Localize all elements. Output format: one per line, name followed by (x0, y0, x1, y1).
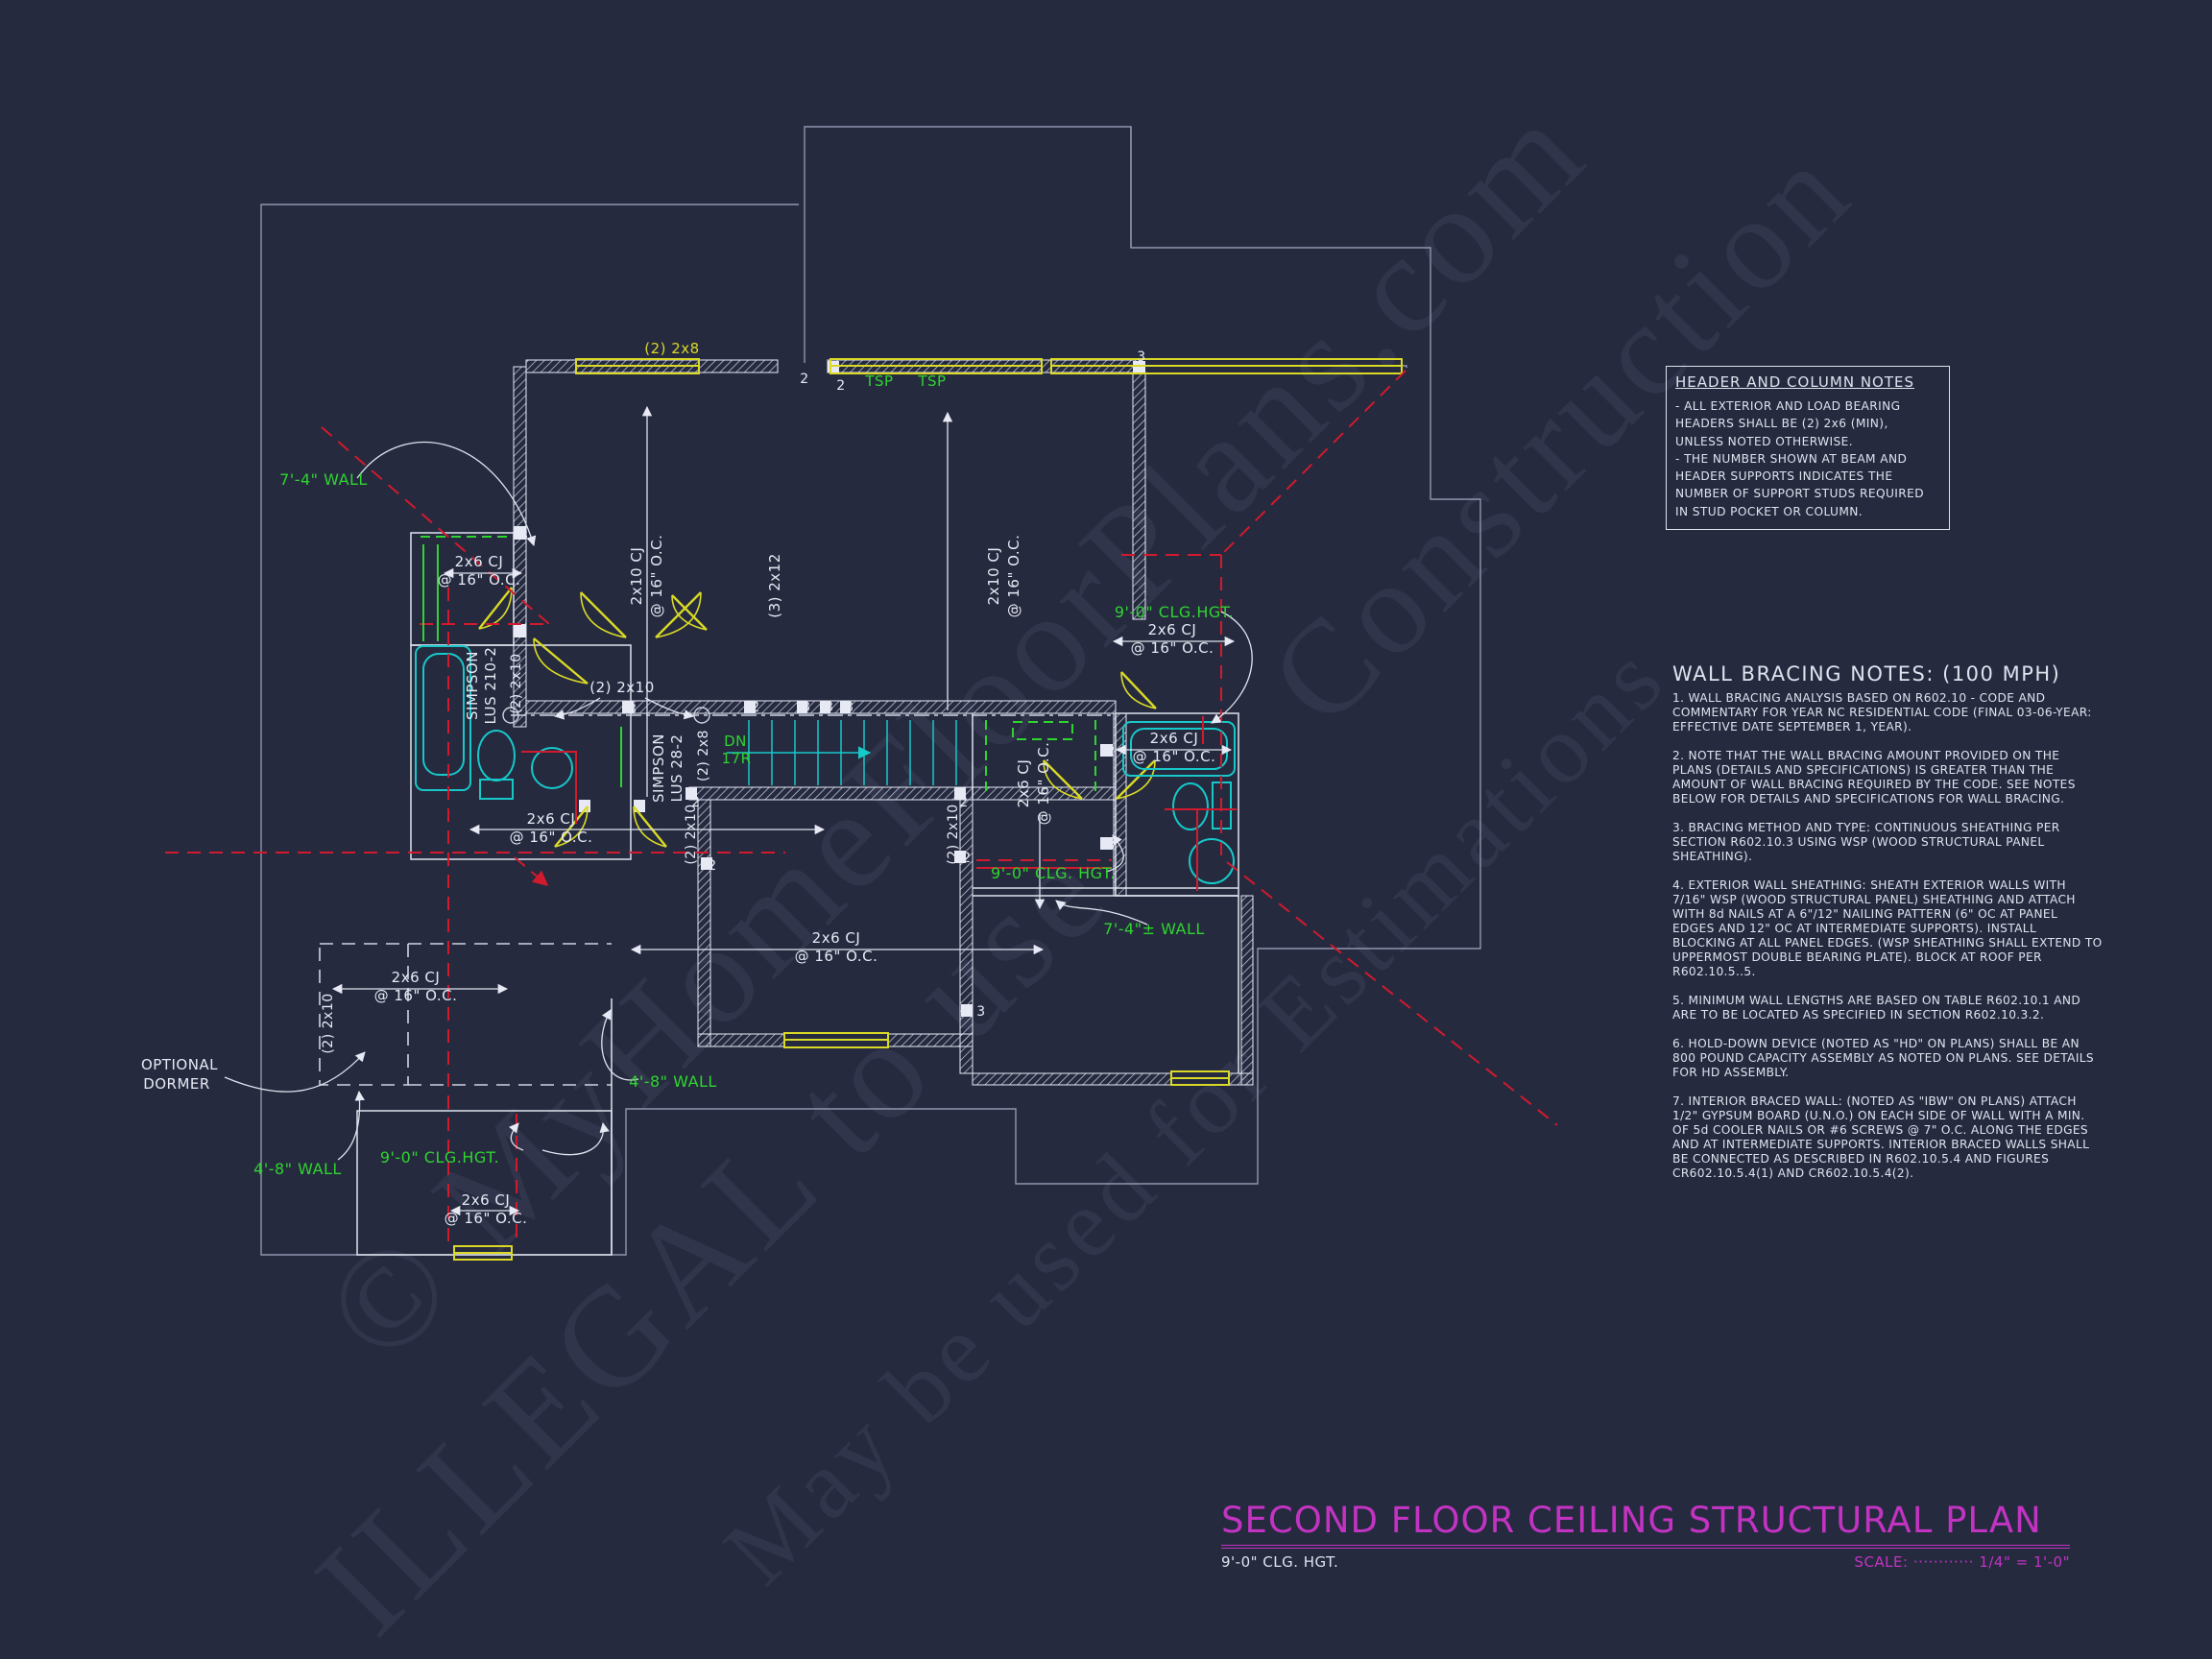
plan-label: 2x6 CJ (392, 969, 441, 986)
plan-label: 9'-0" CLG.HGT. (1115, 603, 1234, 621)
plan-label: TSP (917, 373, 946, 390)
plan-label: 2x6 CJ (1150, 730, 1199, 747)
plan-label: @ 16" O.C. (445, 1210, 528, 1227)
plan-label: OPTIONAL (141, 1056, 218, 1073)
plan-label: SIMPSON (464, 651, 481, 720)
bathtub-left (415, 645, 471, 791)
optional-dormer-outline (319, 943, 612, 1086)
plan-label: @ 16" O.C. (648, 535, 665, 618)
plan-label: @ 16" O.C. (510, 829, 593, 846)
plan-label: 2 (836, 378, 845, 394)
plan-label: (3) 2x12 (766, 553, 783, 618)
plan-label: 2x6 CJ (462, 1191, 511, 1209)
plan-label: TSP (864, 373, 893, 390)
plan-label: 2 (1106, 744, 1115, 759)
plan-label: @ 16" O.C. (1035, 742, 1052, 826)
plan-label: 9'-0" CLG.HGT. (380, 1148, 499, 1166)
sink-left (531, 747, 573, 789)
window-symbols (453, 358, 1403, 1261)
plan-label: (2) 2x8 (696, 730, 711, 781)
plan-label: @ 16" O.C. (1133, 748, 1216, 765)
plan-label: 17R (721, 750, 751, 767)
plan-label: 3 (976, 1004, 985, 1020)
plan-label: 3 (845, 700, 854, 715)
plan-label: @ 16" O.C. (1131, 639, 1214, 657)
plan-label: 2x6 CJ (527, 810, 576, 828)
interior-walls (356, 532, 1239, 1256)
plan-label: 2 (708, 858, 716, 874)
plan-label: 2x6 CJ (1015, 759, 1032, 808)
plan-label: 2 (962, 851, 971, 866)
plan-label: DORMER (143, 1075, 210, 1093)
plan-label: 3 (1137, 349, 1145, 365)
plan-label: @ 16" O.C. (374, 987, 458, 1004)
plan-label: 3 (519, 528, 528, 543)
plan-label: 9'-0" CLG. HGT. (991, 864, 1116, 882)
plan-label: (2) 2x8 (644, 340, 699, 357)
bracing-notes-body: 1. WALL BRACING ANALYSIS BASED ON R602.1… (1672, 691, 2103, 1180)
plan-label: 2x6 CJ (812, 929, 861, 947)
leaders-and-arrows (224, 405, 1253, 1216)
plan-label: 4'-8" WALL (629, 1072, 717, 1091)
wall-bracing-notes: WALL BRACING NOTES: (100 MPH) 1. WALL BR… (1672, 662, 2103, 1181)
plan-label: 2 (959, 795, 968, 810)
plan-label: 7'-4" WALL (279, 470, 368, 489)
toilet-left (477, 730, 516, 781)
door-symbols (478, 587, 1157, 848)
scale-note: SCALE: ············ 1/4" = 1'-0" (1854, 1553, 2070, 1571)
plan-label: 2x10 CJ (628, 547, 645, 606)
plan-label: (2) 2x10 (321, 993, 336, 1053)
plan-label: (2) 2x10 (684, 804, 699, 864)
plan-label: 2x6 CJ (455, 553, 504, 570)
plan-label: SIMPSON (650, 733, 667, 803)
plan-label: (2) 2x10 (509, 653, 524, 713)
plan-label: @ 16" O.C. (438, 571, 521, 589)
plan-label: 2 (691, 795, 700, 810)
ceiling-height-note: 9'-0" CLG. HGT. (1221, 1553, 1339, 1571)
plan-label: 2 (751, 700, 759, 715)
plan-label: 3 (802, 700, 810, 715)
sink-right (1189, 838, 1235, 884)
header-notes-body: - ALL EXTERIOR AND LOAD BEARING HEADERS … (1675, 399, 1925, 518)
plan-label: 3 (628, 702, 637, 717)
sheet-title: SECOND FLOOR CEILING STRUCTURAL PLAN (1221, 1500, 2070, 1549)
title-block: SECOND FLOOR CEILING STRUCTURAL PLAN 9'-… (1221, 1500, 2070, 1571)
toilet-right (1172, 782, 1209, 830)
stair-treads (727, 720, 957, 785)
plan-label: 7'-4"± WALL (1103, 920, 1205, 938)
plumbing-fixtures (415, 645, 1236, 884)
plan-label: 4'-8" WALL (253, 1160, 342, 1178)
plan-label: 2 (517, 625, 525, 640)
plan-label: 3 (825, 700, 833, 715)
plan-label: DN (724, 733, 747, 750)
plan-label: @ 16" O.C. (795, 948, 878, 965)
plan-label: 2 (800, 372, 808, 387)
plan-label: 2x10 CJ (985, 547, 1002, 606)
header-notes-title: HEADER AND COLUMN NOTES (1675, 373, 1915, 391)
plan-label: LUS 28-2 (668, 734, 685, 803)
bracing-notes-title: WALL BRACING NOTES: (100 MPH) (1672, 662, 2061, 685)
plan-label: (2) 2x10 (589, 679, 655, 696)
braced-wall-lines (165, 370, 1558, 1246)
plan-label: LUS 210-2 (482, 647, 499, 725)
header-column-notes: HEADER AND COLUMN NOTES - ALL EXTERIOR A… (1666, 366, 1950, 531)
plan-label: @ 16" O.C. (1005, 535, 1022, 618)
plan-label: (2) 2x10 (946, 804, 961, 864)
closet-shelf-lines (421, 536, 1096, 795)
plan-label: 3 (1106, 838, 1115, 854)
roof-outline (260, 126, 1481, 1256)
plan-label: 2x6 CJ (1148, 621, 1197, 638)
